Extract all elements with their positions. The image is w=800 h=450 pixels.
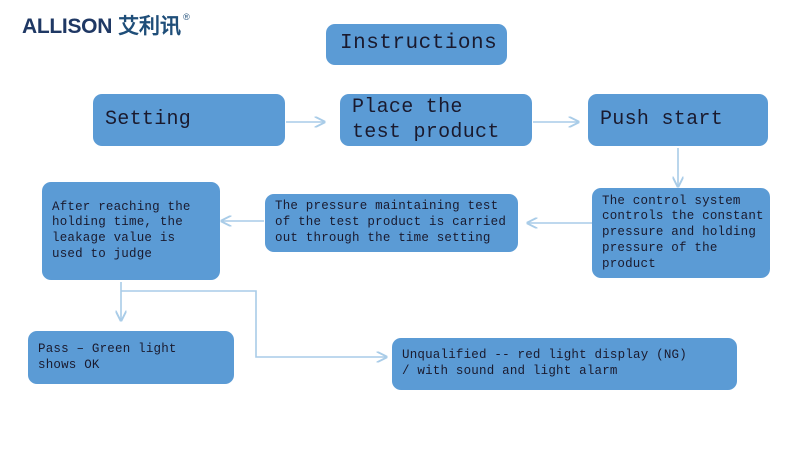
node-place-product-label: Place the test product (352, 95, 500, 144)
logo-wordmark: ALLISON (22, 15, 113, 38)
node-judge-leakage[interactable]: After reaching the holding time, the lea… (42, 182, 220, 280)
node-place-product[interactable]: Place the test product (340, 94, 532, 146)
node-instructions-label: Instructions (340, 32, 498, 56)
logo-chinese-name: 艾利讯 (118, 14, 182, 38)
node-push-start[interactable]: Push start (588, 94, 768, 146)
node-pass-result[interactable]: Pass – Green light shows OK (28, 331, 234, 384)
node-pass-result-label: Pass – Green light shows OK (38, 341, 177, 372)
node-fail-result[interactable]: Unqualified -- red light display (NG) / … (392, 338, 737, 390)
node-control-system-label: The control system controls the constant… (602, 193, 764, 271)
node-setting-label: Setting (105, 108, 192, 132)
node-push-start-label: Push start (600, 108, 724, 132)
node-pressure-test[interactable]: The pressure maintaining test of the tes… (265, 194, 518, 252)
node-judge-leakage-label: After reaching the holding time, the lea… (52, 199, 191, 261)
registered-trademark-icon: ® (183, 12, 190, 22)
allison-logo: ALLISON 艾利讯 ® (22, 12, 190, 38)
node-instructions[interactable]: Instructions (326, 24, 507, 65)
node-fail-result-label: Unqualified -- red light display (NG) / … (402, 348, 687, 378)
node-pressure-test-label: The pressure maintaining test of the tes… (275, 199, 507, 245)
node-control-system[interactable]: The control system controls the constant… (592, 188, 770, 278)
node-setting[interactable]: Setting (93, 94, 285, 146)
